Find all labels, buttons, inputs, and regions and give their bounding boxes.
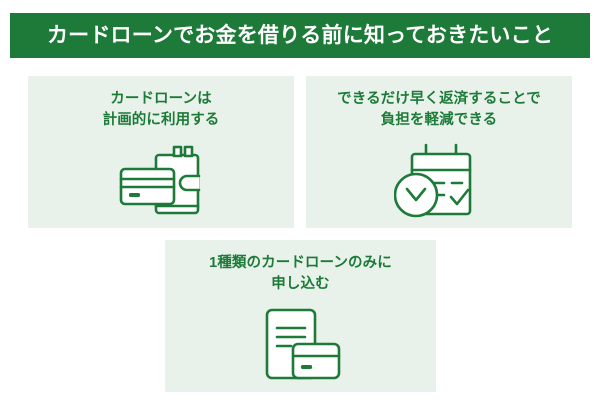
page-title: カードローンでお金を借りる前に知っておきたいこと <box>46 24 554 47</box>
document-with-card-icon <box>257 300 345 392</box>
info-card-early-repayment: できるだけ早く返済することで 負担を軽減できる <box>306 76 572 228</box>
info-card-title: 1種類のカードローンのみに 申し込む <box>209 255 392 292</box>
info-card-title: カードローンは 計画的に利用する <box>102 91 220 128</box>
info-card-single-application: 1種類のカードローンのみに 申し込む <box>165 240 436 392</box>
header-banner: カードローンでお金を借りる前に知っておきたいこと <box>10 13 590 58</box>
calendar-with-clock-icon <box>394 136 484 228</box>
info-card-plan: カードローンは 計画的に利用する <box>28 76 294 228</box>
wallet-with-card-icon <box>113 136 209 228</box>
info-card-title: できるだけ早く返済することで 負担を軽減できる <box>337 91 541 128</box>
